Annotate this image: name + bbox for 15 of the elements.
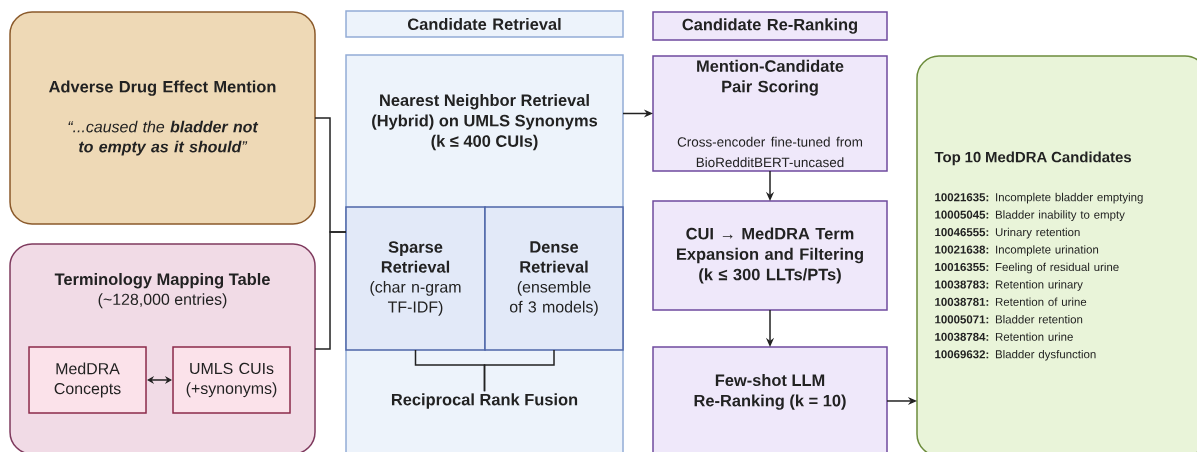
text-box: Adverse Drug Effect Mention “...caused the bladder not to empty as it should” <box>9 11 316 225</box>
result-panel: Top 10 MedDRA Candidates 10021635: Incomplete bladder emptying 10005045: Bladder inability to empty 10046555: Urinary retention 10021638: Incomplete urination 10016355: Feeling of residual urine 10038783: Retention urinary 10038781: Retention of urine 10005071: Bladder retention 10038784: Retention urine 10069632: Bladder dysfunction <box>916 55 1197 452</box>
connector-line <box>483 349 555 392</box>
process-box: Few-shot LLM Re-Ranking (k = 10) <box>652 346 888 452</box>
connector-line <box>314 231 347 350</box>
process-box: Dense Retrieval (ensemble of 3 models) <box>484 206 624 351</box>
process-box: CUI → MedDRA Term Expansion and Filtering (k ≤ 300 LLTs/PTs) <box>652 200 888 311</box>
process-box: Sparse Retrieval (char n-gram TF-IDF) <box>345 206 486 351</box>
process-box: UMLS CUIs (+synonyms) <box>172 346 291 414</box>
header-box: Candidate Re-Ranking <box>652 11 888 41</box>
fusion-label: Reciprocal Rank Fusion <box>391 393 578 409</box>
arrow <box>147 375 172 385</box>
header-box: Candidate Retrieval <box>345 10 624 38</box>
process-box: Mention-Candidate Pair Scoring Cross-encoder fine-tuned from BioRedditBERT-uncased <box>652 55 888 172</box>
process-box: MedDRA Concepts <box>28 346 147 414</box>
